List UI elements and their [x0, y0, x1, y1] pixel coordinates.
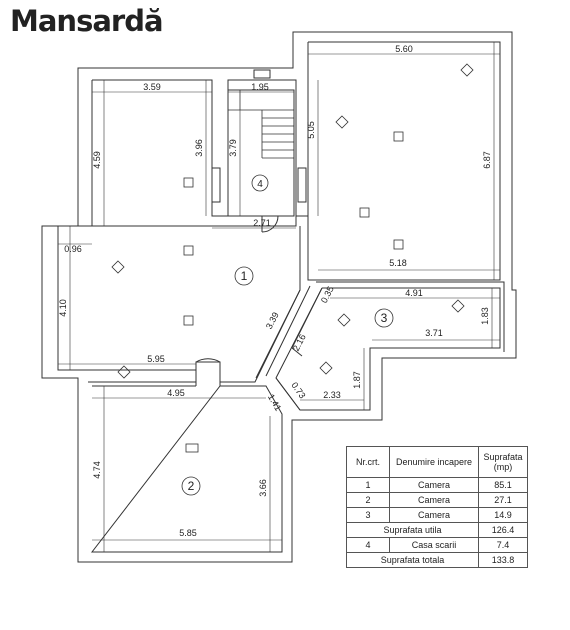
dim-room1-top: 3.59	[143, 82, 161, 92]
dim-ne-bottom: 5.18	[389, 258, 407, 268]
table-header-name: Denumire incapere	[389, 446, 479, 478]
dim-ne-right: 6.87	[482, 151, 492, 169]
table-row: 2 Camera 27.1	[346, 492, 528, 508]
dim-ne-top: 5.60	[395, 44, 413, 54]
dim-diag-d: 0.73	[289, 380, 307, 400]
stair-enclosure	[227, 89, 295, 217]
room-label-1: 1	[241, 269, 248, 283]
table-row: 1 Camera 85.1	[346, 477, 528, 493]
table-row-total: Suprafata totala 133.8	[346, 552, 528, 568]
dim-diag-a: 3.39	[264, 311, 281, 331]
dim-stair-top: 1.95	[251, 82, 269, 92]
dim-room2-left: 4.74	[92, 461, 102, 479]
dim-stair-side: 3.79	[228, 139, 238, 157]
dim-room2-right: 3.66	[258, 479, 268, 497]
table-header-nr: Nr.crt.	[346, 446, 390, 478]
dim-room1-notch: 0.96	[64, 244, 82, 254]
outer-wall	[41, 31, 517, 563]
area-table: Nr.crt. Denumire incapere Suprafata (mp)…	[346, 446, 528, 568]
dim-room2-top: 4.95	[167, 388, 185, 398]
dim-room3-right: 1.83	[480, 307, 490, 325]
dim-room3-top: 4.91	[405, 288, 423, 298]
dim-room2-bottom: 5.85	[179, 528, 197, 538]
dim-room1-bottom: 5.95	[147, 354, 165, 364]
dim-stair-right: 5.05	[306, 121, 316, 139]
room3-wall	[275, 287, 501, 411]
dim-room3-small: 2.33	[323, 390, 341, 400]
dim-diag-b: 2.16	[291, 333, 308, 353]
dim-room1-inner-right: 3.96	[194, 139, 204, 157]
table-row-useful: Suprafata utila 126.4	[346, 522, 528, 538]
dim-room3-bottom: 3.71	[425, 328, 443, 338]
room-label-3: 3	[381, 311, 388, 325]
room-ne-wall	[307, 41, 501, 281]
dim-stair-bottom: 2.71	[253, 218, 271, 228]
dim-room1-left-upper: 4.59	[92, 151, 102, 169]
table-row: 3 Camera 14.9	[346, 507, 528, 523]
room-label-4: 4	[257, 179, 263, 190]
page-title: Mansardă	[10, 4, 164, 38]
dim-room1-left-lower: 4.10	[58, 299, 68, 317]
room2-wall	[90, 385, 283, 553]
room1-wall	[57, 79, 301, 383]
table-header-area: Suprafata (mp)	[478, 446, 528, 478]
table-row: 4 Casa scarii 7.4	[346, 537, 528, 553]
dim-room2-diag: 1.41	[266, 392, 283, 412]
room-label-2: 2	[188, 479, 195, 493]
dim-room3-left: 1.87	[352, 371, 362, 389]
